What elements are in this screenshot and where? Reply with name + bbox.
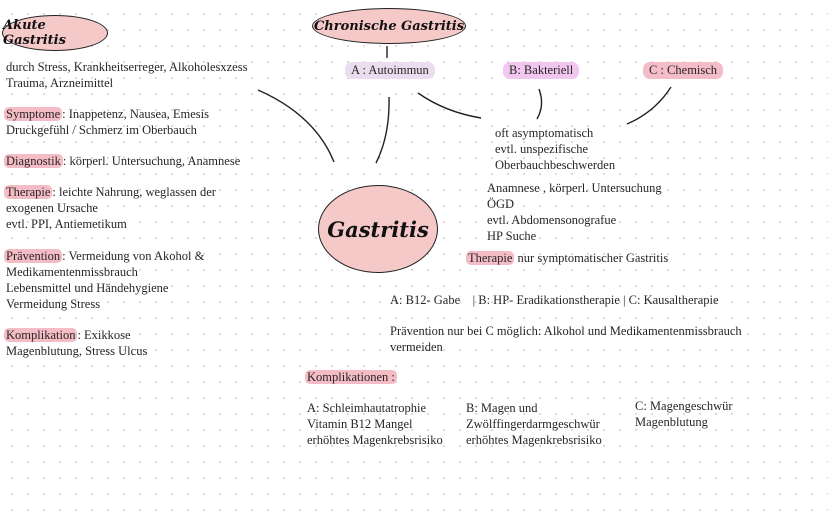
chronisch-komplikationen-label: Komplikationen : <box>305 370 397 384</box>
connector-b-symptoms <box>536 88 543 120</box>
type-a-autoimmun: A : Autoimmun <box>345 62 435 79</box>
akute-gastritis-node: Akute Gastritis <box>2 15 108 51</box>
akute-diagnostik: Diagnostik: körperl. Untersuchung, Anamn… <box>4 154 241 168</box>
chronische-gastritis-node: Chronische Gastritis <box>312 8 466 44</box>
connector-a-center <box>375 96 390 164</box>
type-c-chemisch: C : Chemisch <box>643 62 724 79</box>
connector-a-symptoms <box>417 92 482 119</box>
chronisch-praevention: Prävention nur bei C möglich: Alkohol un… <box>390 324 742 354</box>
akute-cause: durch Stress, Krankheitserreger, Alkohol… <box>6 60 248 90</box>
connector-akute <box>257 89 335 163</box>
chronisch-therapie-types: A: B12- Gabe | B: HP- Eradikationstherap… <box>390 293 719 307</box>
akute-therapie: Therapie: leichte Nahrung, weglassen der… <box>4 185 216 231</box>
type-b-bakteriell: B: Bakteriell <box>503 62 580 79</box>
connector-c-symptoms <box>626 86 672 125</box>
chronisch-therapie: Therapie nur symptomatischer Gastritis <box>466 251 669 265</box>
gastritis-center-node: Gastritis <box>318 185 438 273</box>
akute-praevention: Prävention: Vermeidung von Akohol &Medik… <box>4 249 205 311</box>
